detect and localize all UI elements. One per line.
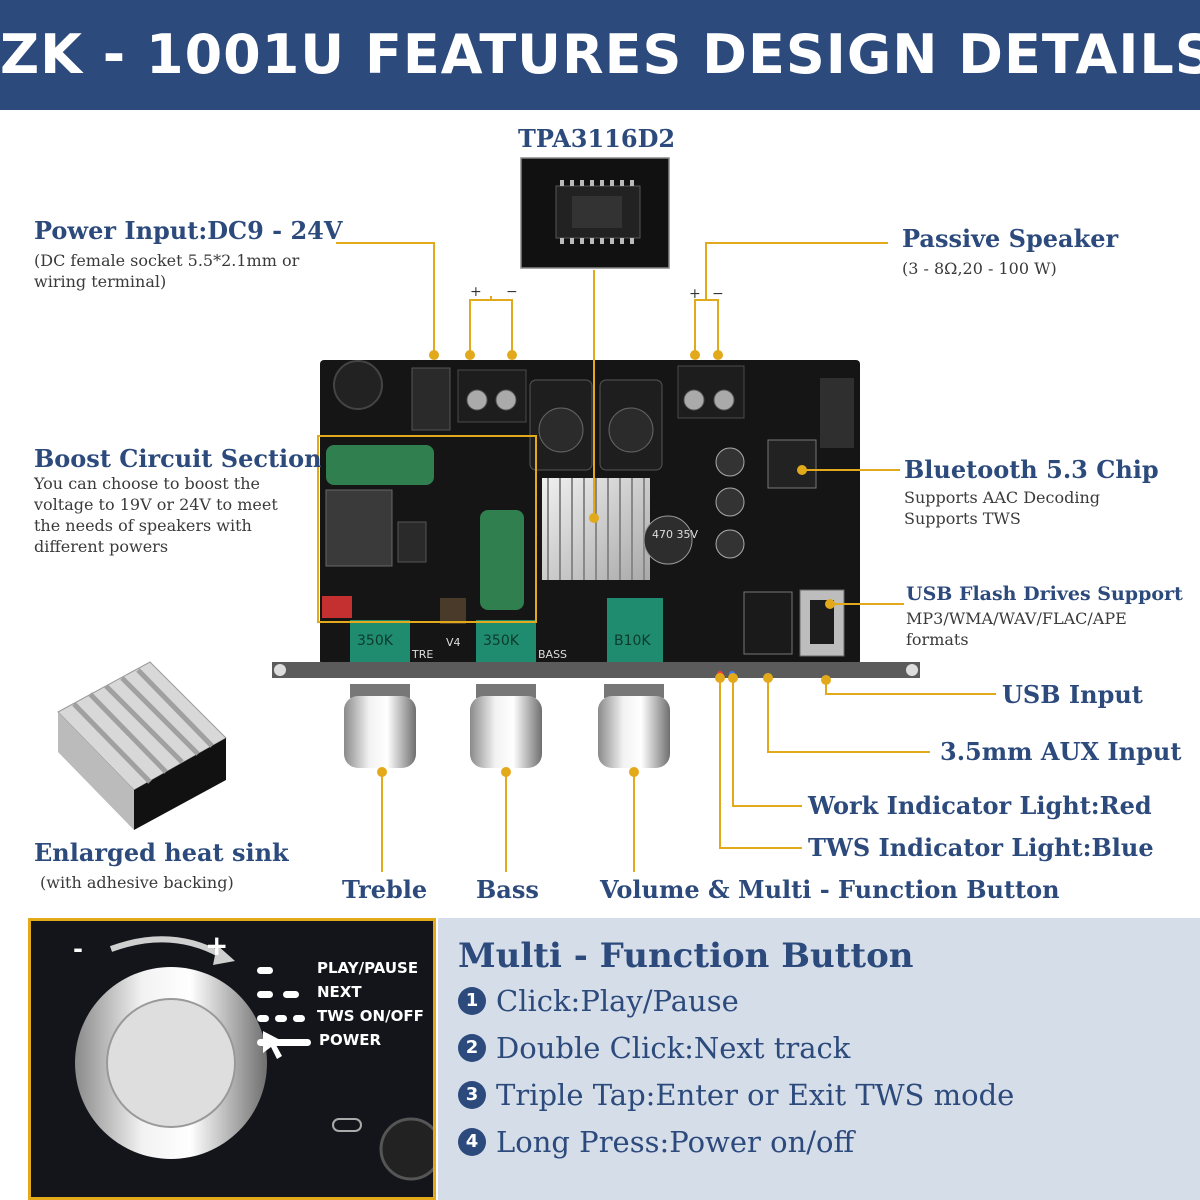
mf-text-4: Long Press:Power on/off <box>496 1125 855 1159</box>
legend-play: PLAY/PAUSE <box>317 959 419 977</box>
legend-power: POWER <box>319 1031 382 1049</box>
legend-dash <box>257 991 273 998</box>
usb-input-label: USB Input <box>1002 680 1143 709</box>
mf-num-2: 2 <box>458 1034 486 1062</box>
bluetooth-note-2: Supports TWS <box>904 509 1021 528</box>
heat-sink-label: Enlarged heat sink <box>34 838 289 867</box>
volume-knob <box>598 684 670 768</box>
power-plus: + <box>470 284 482 300</box>
legend-dash <box>275 1015 287 1022</box>
power-input-note: (DC female socket 5.5*2.1mm or wiring te… <box>34 251 300 291</box>
work-light-label: Work Indicator Light:Red <box>808 791 1152 820</box>
bluetooth-note-1: Supports AAC Decoding <box>904 488 1100 507</box>
mf-text-3: Triple Tap:Enter or Exit TWS mode <box>496 1078 1015 1112</box>
legend-next: NEXT <box>317 983 362 1001</box>
mf-item-2: 2 Double Click:Next track <box>458 1031 850 1065</box>
boost-title: Boost Circuit Section <box>34 444 322 473</box>
power-minus: − <box>506 284 518 300</box>
pot1-label: 350K <box>357 633 394 649</box>
mf-num-4: 4 <box>458 1128 486 1156</box>
volume-label: Volume & Multi - Function Button <box>600 875 1060 904</box>
treble-knob <box>344 684 416 768</box>
header-banner: ZK - 1001U FEATURES DESIGN DETAILS <box>0 0 1200 110</box>
mf-text-1: Click:Play/Pause <box>496 984 739 1018</box>
bass-knob <box>470 684 542 768</box>
front-panel-closeup: - + PLAY/PAUSE NEXT TWS ON/OFF POWER <box>28 918 436 1200</box>
usb-flash-note: MP3/WMA/WAV/FLAC/APE formats <box>906 609 1127 649</box>
bass-silk: BASS <box>538 648 567 661</box>
boost-note: You can choose to boost the voltage to 1… <box>34 474 278 556</box>
v4-silk: V4 <box>446 636 461 649</box>
mf-item-3: 3 Triple Tap:Enter or Exit TWS mode <box>458 1078 1014 1112</box>
legend-dash <box>293 1015 305 1022</box>
mf-num-1: 1 <box>458 987 486 1015</box>
aux-input-label: 3.5mm AUX Input <box>940 737 1182 766</box>
pot2-label: 350K <box>483 633 520 649</box>
legend-dash <box>257 967 273 974</box>
chip-label: TPA3116D2 <box>518 124 676 153</box>
usb-flash-label: USB Flash Drives Support <box>906 583 1183 605</box>
tre-silk: TRE <box>411 648 433 661</box>
chip-inset <box>520 157 670 269</box>
multi-function-title: Multi - Function Button <box>458 936 914 976</box>
cap-silk: 470 35V <box>652 528 698 541</box>
heat-sink-note: (with adhesive backing) <box>40 873 234 892</box>
mf-item-1: 1 Click:Play/Pause <box>458 984 739 1018</box>
page-title: ZK - 1001U FEATURES DESIGN DETAILS <box>0 23 1200 86</box>
bass-label: Bass <box>476 875 539 904</box>
panel-minus: - <box>73 935 83 963</box>
callout-lines <box>317 242 996 872</box>
legend-dash <box>283 991 299 998</box>
legend-tws: TWS ON/OFF <box>317 1007 424 1025</box>
front-panel-art <box>75 936 433 1181</box>
pot3-label: B10K <box>614 633 651 649</box>
treble-label: Treble <box>342 875 428 904</box>
pcb-board <box>272 360 920 678</box>
speaker-plus: + <box>689 286 701 302</box>
callout-dots <box>377 350 835 777</box>
mf-num-3: 3 <box>458 1081 486 1109</box>
mf-item-4: 4 Long Press:Power on/off <box>458 1125 854 1159</box>
passive-speaker-label: Passive Speaker <box>902 224 1119 253</box>
multi-function-panel <box>438 918 1200 1200</box>
heat-sink-illustration <box>57 661 227 830</box>
mf-text-2: Double Click:Next track <box>496 1031 851 1065</box>
passive-speaker-note: (3 - 8Ω,20 - 100 W) <box>902 259 1057 278</box>
bluetooth-label: Bluetooth 5.3 Chip <box>904 455 1159 484</box>
panel-plus: + <box>205 929 229 962</box>
power-input-label: Power Input:DC9 - 24V <box>34 216 343 245</box>
speaker-minus: − <box>712 286 724 302</box>
legend-dash <box>257 1015 269 1022</box>
legend-dash <box>257 1039 311 1046</box>
tws-light-label: TWS Indicator Light:Blue <box>808 833 1154 862</box>
